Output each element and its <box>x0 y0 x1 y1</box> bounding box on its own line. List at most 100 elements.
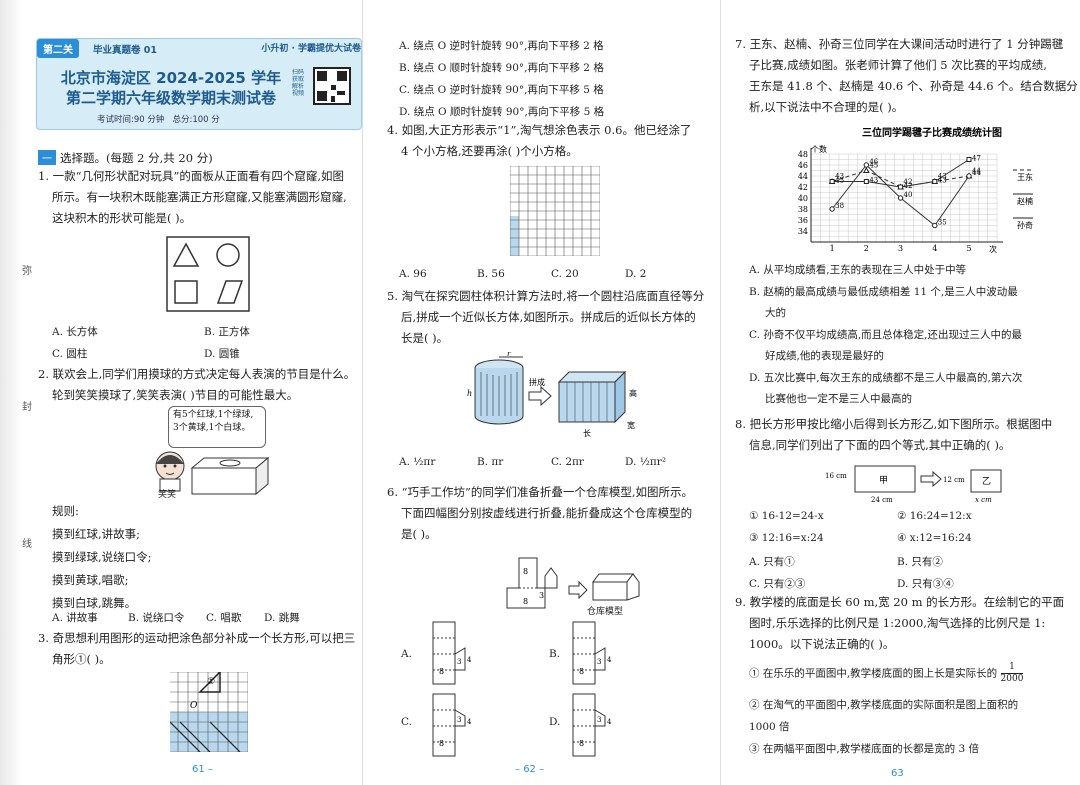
question-text: 7. 王东、赵楠、孙奇三位同学在大课间活动时进行了 1 分钟踢毽 <box>735 37 1064 51</box>
page-62: A. 绕点 O 逆时针旋转 90°,再向下平移 2 格 B. 绕点 O 顺时针旋… <box>362 0 720 785</box>
section-number: 一 <box>38 150 56 165</box>
option-c[interactable]: C. 只有②③ <box>749 578 806 590</box>
arrow-label: 拼成 <box>529 377 545 387</box>
page-number: – 62 – <box>515 764 545 775</box>
option-d[interactable]: D. 五次比赛中,每次王东的成绩都不是三人中最高的,第六次 <box>749 371 1023 384</box>
option-c[interactable]: C. 绕点 O 逆时针旋转 90°,再向下平移 5 格 <box>399 84 604 96</box>
x-tick-label: 2 <box>864 244 869 253</box>
option-c[interactable]: C. 唱歌 <box>206 612 242 624</box>
page-number-text: 62 <box>523 764 536 775</box>
stage-tag: 第二关 <box>37 39 79 58</box>
svg-text:8: 8 <box>579 667 584 676</box>
height-label: h <box>467 389 472 398</box>
question-5: 5. 淘气在探究圆柱体积计算方法时,将一个圆柱沿底面直径等分 后,拼成一个近似长… <box>387 286 704 349</box>
equation-1: ① 16-12=24-x <box>749 510 824 522</box>
data-label: 45 <box>869 162 878 170</box>
option-a[interactable]: A. 讲故事 <box>52 612 98 624</box>
qr-code-icon[interactable] <box>313 67 351 105</box>
data-point <box>897 195 904 201</box>
option-a[interactable]: A. 96 <box>399 268 427 280</box>
data-label: 40 <box>904 191 913 199</box>
shape-panel-figure <box>166 236 250 312</box>
question-text: 轮到笑笑摸球了,笑笑表演( )节目的可能性最大。 <box>52 388 299 402</box>
question-text: 3. 奇思想利用图形的运动把涂色部分补成一个长方形,可以把三 <box>38 631 356 645</box>
width-word: 宽 <box>627 420 635 430</box>
option-b[interactable]: B. 只有② <box>897 556 943 568</box>
option-d[interactable]: D. <box>549 716 561 728</box>
q2-rules: 规则: 摸到红球,讲故事; 摸到绿球,说绕口令; 摸到黄球,唱歌; 摸到白球,跳… <box>52 500 152 615</box>
page-63: 7. 王东、赵楠、孙奇三位同学在大课间活动时进行了 1 分钟踢毽 子比赛,成绩如… <box>720 0 1080 785</box>
option-c[interactable]: C. <box>401 716 412 728</box>
option-b[interactable]: B. 绕点 O 顺时针旋转 90°,再向下平移 2 格 <box>399 62 604 74</box>
option-b[interactable]: B. 56 <box>477 268 505 280</box>
data-label: 43 <box>835 173 844 181</box>
rect-yi-label: 乙 <box>982 476 991 487</box>
data-point <box>862 166 870 173</box>
question-text: 长是( )。 <box>401 331 449 345</box>
svg-text:3: 3 <box>597 658 601 666</box>
option-d[interactable]: D. 跳舞 <box>264 612 300 624</box>
rect-yi-height: 12 cm <box>943 476 965 484</box>
stage-subtag: 毕业真题卷 01 <box>93 45 158 56</box>
fraction-numerator: 1 <box>1000 662 1024 674</box>
girl-and-box-figure <box>155 451 270 496</box>
option-d[interactable]: D. 2 <box>625 268 647 280</box>
rule-line: 摸到绿球,说绕口令; <box>52 550 152 564</box>
option-c-cont: 好成绩,他的表现是最好的 <box>765 350 884 362</box>
binding-mark: 线 <box>22 539 32 550</box>
length-word: 长 <box>583 428 591 438</box>
data-label: 38 <box>835 202 844 210</box>
rule-line: 规则: <box>52 504 79 518</box>
option-d[interactable]: D. 圆锥 <box>204 348 240 360</box>
option-a[interactable]: A. 从平均成绩看,王东的表现在三人中处于中等 <box>749 264 967 276</box>
question-text: 信息,同学们列出了下面的四个等式,其中正确的( )。 <box>749 438 1011 452</box>
fraction-denominator: 2000 <box>1000 674 1024 684</box>
option-a[interactable]: A. 只有① <box>749 556 795 568</box>
data-point <box>898 184 904 190</box>
option-b[interactable]: B. <box>549 648 561 660</box>
statement-3: ③ 在两幅平面图中,教学楼底面的长都是宽的 3 倍 <box>749 743 980 755</box>
equation-3: ③ 12:16=x:24 <box>749 532 824 544</box>
svg-text:8: 8 <box>523 597 528 606</box>
y-tick-label: 36 <box>798 216 808 225</box>
y-tick-label: 40 <box>798 194 808 203</box>
x-tick-label: 1 <box>830 244 835 253</box>
svg-text:8: 8 <box>439 667 444 676</box>
q7-options: A. 从平均成绩看,王东的表现在三人中处于中等 B. 赵楠的最高成绩与最低成绩相… <box>749 260 1022 411</box>
option-c[interactable]: C. 圆柱 <box>52 348 88 360</box>
page-61: 弥 封 线 第二关 毕业真题卷 01 小升初 · 学霸提优大试卷 北京市海淀区 … <box>0 0 362 785</box>
page-number: 61 – <box>192 764 213 775</box>
exam-time: 考试时间:90 分钟 <box>97 115 165 125</box>
option-c[interactable]: C. 2πr <box>551 456 584 468</box>
option-a[interactable]: A. ½πr <box>399 456 436 468</box>
option-b[interactable]: B. 赵楠的最高成绩与最低成绩相差 11 个,是三人中波动最 <box>749 285 1018 298</box>
model-caption: 仓库模型 <box>587 607 624 617</box>
option-d[interactable]: D. ½πr² <box>625 456 667 468</box>
question-text: 2. 联欢会上,同学们用摸球的方式决定每人表演的节目是什么。 <box>38 367 356 381</box>
page-number-text: 61 <box>192 764 205 775</box>
option-d[interactable]: D. 只有③④ <box>897 578 954 590</box>
option-a[interactable]: A. <box>401 648 412 660</box>
svg-text:3: 3 <box>597 716 601 724</box>
option-b[interactable]: B. 正方体 <box>204 326 250 338</box>
option-a[interactable]: A. 绕点 O 逆时针旋转 90°,再向下平移 2 格 <box>399 40 604 52</box>
character-name: 笑笑 <box>158 490 177 500</box>
option-c[interactable]: C. 20 <box>551 268 579 280</box>
option-a[interactable]: A. 长方体 <box>52 326 98 338</box>
question-text: 4 个小方格,还要再涂( )个小方格。 <box>401 144 578 158</box>
option-b[interactable]: B. πr <box>477 456 504 468</box>
question-text: 所示。有一块积木既能塞满正方形窟窿,又能塞满圆形窟窿, <box>52 190 347 204</box>
question-text: 下面四幅图分别按虚线进行折叠,能折叠成这个仓库模型的 <box>401 506 693 520</box>
y-tick-label: 34 <box>798 227 808 236</box>
question-3: 3. 奇思想利用图形的运动把涂色部分补成一个长方形,可以把三 角形①( )。 <box>38 628 355 670</box>
statement-2: ② 在淘气的平面图中,教学楼底面的实际面积是图上面积的 1000 倍 ③ 在两幅… <box>749 694 1018 760</box>
option-b[interactable]: B. 说绕口令 <box>128 612 185 624</box>
data-label: 46 <box>869 158 878 166</box>
option-d[interactable]: D. 绕点 O 顺时针旋转 90°,再向下平移 5 格 <box>399 106 605 118</box>
rule-line: 摸到红球,讲故事; <box>52 527 141 541</box>
option-c[interactable]: C. 孙奇不仅平均成绩高,而且总体稳定,还出现过三人中的最 <box>749 328 1023 341</box>
question-9: 9. 教学楼的底面是长 60 m,宽 20 m 的长方形。在绘制它的平面 图时,… <box>735 592 1064 655</box>
exam-info: 考试时间:90 分钟 总分:100 分 <box>97 113 220 125</box>
binding-mark: 弥 <box>22 266 32 277</box>
